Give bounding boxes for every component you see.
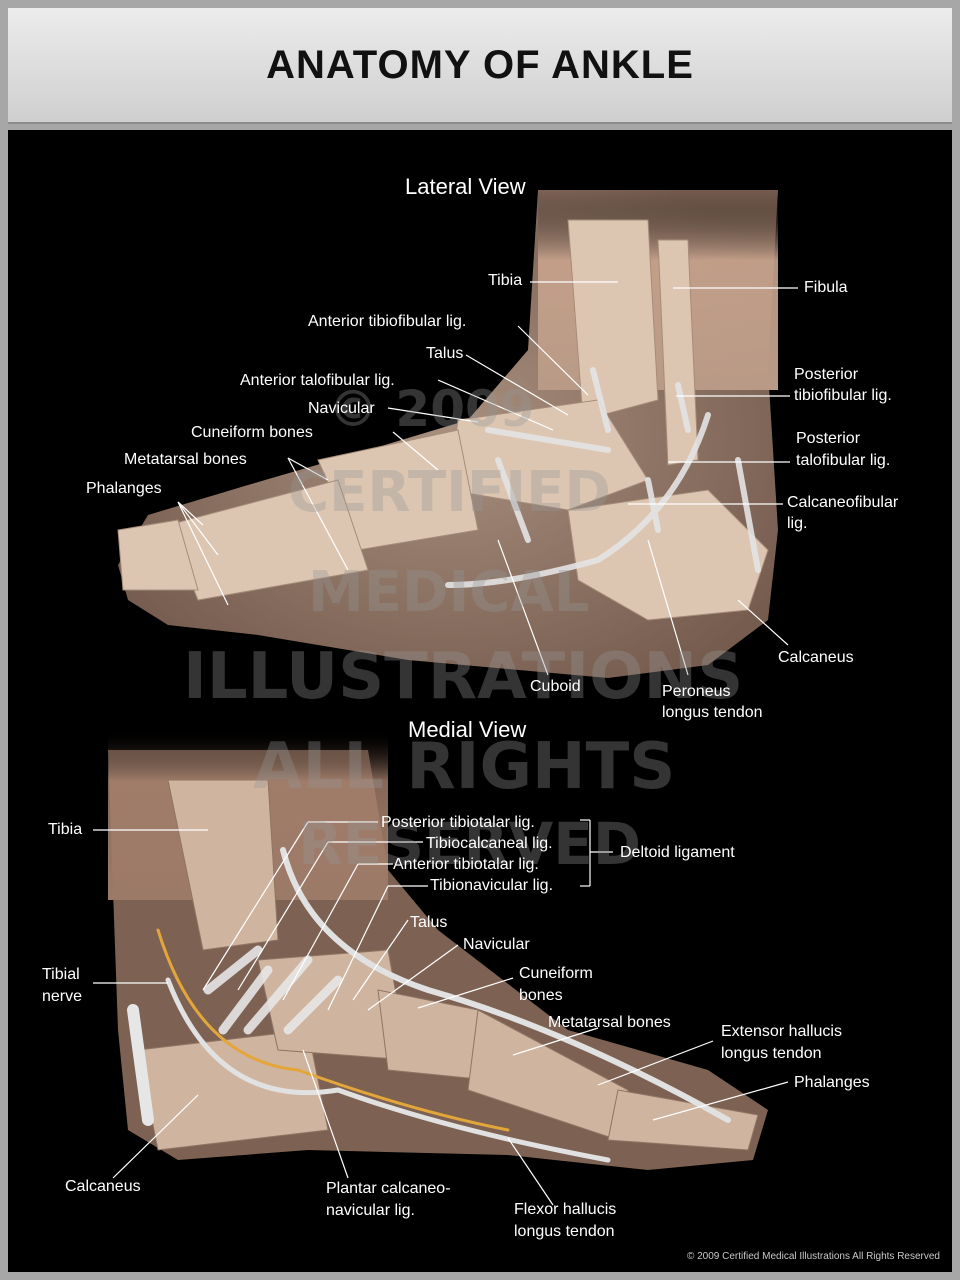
lateral-view-heading: Lateral View — [405, 174, 526, 199]
label-medial-ext-hallucis-1: Extensor hallucis — [721, 1023, 842, 1040]
label-lateral-cuneiform: Cuneiform bones — [191, 424, 313, 441]
label-medial-cuneiform-2: bones — [519, 987, 563, 1004]
lateral-bones — [117, 219, 769, 621]
medial-view-heading: Medial View — [408, 717, 527, 742]
label-lateral-tibia: Tibia — [488, 272, 523, 289]
label-medial-deltoid: Deltoid ligament — [620, 844, 735, 861]
label-medial-calcaneus: Calcaneus — [65, 1178, 141, 1195]
illustration-canvas: © 2009 CERTIFIED MEDICAL ILLUSTRATIONS A… — [8, 130, 952, 1272]
anatomy-illustration — [93, 190, 798, 1206]
label-medial-flexor-1: Flexor hallucis — [514, 1201, 617, 1218]
label-lateral-posterior-tibiofibular-1: Posterior — [794, 366, 859, 383]
label-lateral-calcaneus: Calcaneus — [778, 649, 854, 666]
page-title: ANATOMY OF ANKLE — [266, 42, 694, 87]
label-lateral-fibula: Fibula — [804, 279, 848, 296]
label-medial-tibia: Tibia — [48, 821, 83, 838]
label-lateral-calcaneofibular-2: lig. — [787, 515, 808, 532]
copyright-notice: © 2009 Certified Medical Illustrations A… — [686, 1251, 940, 1262]
label-lateral-posterior-talofibular-1: Posterior — [796, 430, 861, 447]
label-lateral-peroneus-1: Peroneus — [662, 683, 731, 700]
label-medial-flexor-2: longus tendon — [514, 1223, 615, 1240]
label-lateral-talus: Talus — [426, 345, 464, 362]
watermark-line-3: MEDICAL — [308, 560, 590, 625]
label-medial-tibionavicular: Tibionavicular lig. — [430, 877, 554, 894]
label-lateral-ant-tibiofibular: Anterior tibiofibular lig. — [308, 313, 467, 330]
watermark-line-6: RESERVED — [298, 810, 641, 878]
label-lateral-posterior-talofibular-2: talofibular lig. — [796, 452, 891, 469]
label-lateral-ant-talofibular: Anterior talofibular lig. — [240, 372, 395, 389]
label-medial-cuneiform-1: Cuneiform — [519, 965, 593, 982]
label-medial-tibial-nerve-1: Tibial — [42, 966, 80, 983]
label-lateral-peroneus-2: longus tendon — [662, 704, 763, 721]
label-lateral-cuboid: Cuboid — [530, 678, 581, 695]
lateral-ligaments — [445, 367, 761, 588]
label-medial-ext-hallucis-2: longus tendon — [721, 1045, 822, 1062]
label-medial-plantar-2: navicular lig. — [326, 1202, 415, 1219]
title-bar: ANATOMY OF ANKLE — [8, 8, 952, 124]
label-medial-post-tibiotalar: Posterior tibiotalar lig. — [381, 814, 535, 831]
watermark-line-2: CERTIFIED — [288, 460, 611, 525]
label-medial-tibiocalcaneal: Tibiocalcaneal lig. — [426, 835, 553, 852]
leader-lines — [93, 281, 798, 1206]
label-lateral-navicular: Navicular — [308, 400, 375, 417]
label-medial-navicular: Navicular — [463, 936, 530, 953]
label-medial-phalanges: Phalanges — [794, 1074, 870, 1091]
label-lateral-calcaneofibular-1: Calcaneofibular — [787, 494, 899, 511]
label-medial-metatarsal: Metatarsal bones — [548, 1014, 671, 1031]
label-medial-plantar-1: Plantar calcaneo- — [326, 1180, 451, 1197]
label-lateral-phalanges: Phalanges — [86, 480, 162, 497]
label-medial-ant-tibiotalar: Anterior tibiotalar lig. — [393, 856, 539, 873]
watermark-line-4: ILLUSTRATIONS — [183, 640, 744, 714]
watermark-line-5: ALL RIGHTS — [253, 730, 676, 804]
medial-tendons — [127, 847, 731, 1163]
label-medial-talus: Talus — [410, 914, 448, 931]
label-medial-tibial-nerve-2: nerve — [42, 988, 83, 1005]
medial-bones — [137, 779, 759, 1151]
label-lateral-metatarsal: Metatarsal bones — [124, 451, 247, 468]
watermark-line-1: © 2009 — [328, 380, 535, 438]
label-lateral-posterior-tibiofibular-2: tibiofibular lig. — [794, 387, 892, 404]
